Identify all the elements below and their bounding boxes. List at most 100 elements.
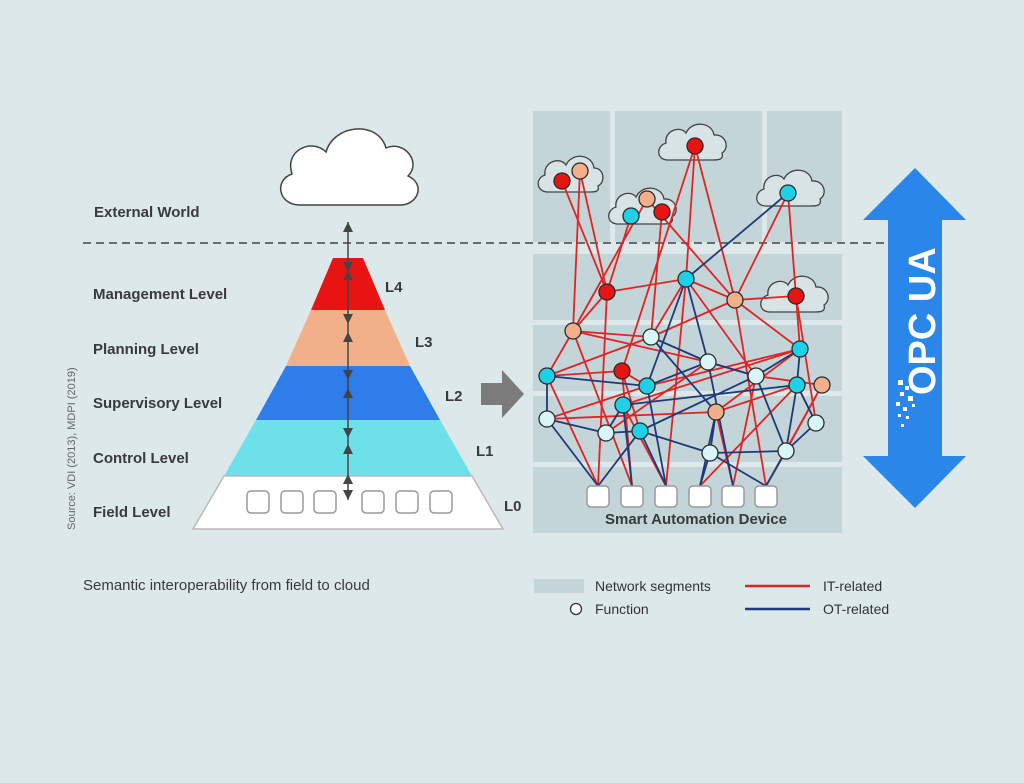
function-node (631, 422, 649, 440)
ot-link (546, 418, 607, 434)
it-link (732, 375, 757, 487)
smart-device-boxes (586, 485, 778, 508)
function-node (726, 291, 744, 309)
function-node (788, 376, 806, 394)
network-segment (533, 467, 842, 533)
it-link (685, 145, 696, 280)
it-link (546, 411, 717, 420)
it-link (572, 330, 709, 363)
level-code-l1: L1 (476, 443, 494, 460)
ot-link (639, 430, 711, 454)
level-name-l4: Management Level (93, 286, 227, 303)
ot-link (709, 452, 767, 487)
function-node (777, 442, 795, 460)
function-node (614, 396, 632, 414)
field-device-slot (280, 490, 304, 514)
automation-pyramid (191, 222, 505, 530)
legend (534, 579, 810, 616)
legend-ot-related-label: OT-related (823, 601, 890, 617)
it-link (650, 278, 687, 338)
it-link (605, 361, 709, 434)
function-node (779, 184, 797, 202)
it-link (546, 370, 623, 377)
opc-ua-label: OPC UA (902, 247, 944, 395)
it-link (621, 370, 641, 432)
legend-it-related-label: IT-related (823, 578, 883, 594)
level-name-l0: Field Level (93, 504, 171, 521)
device-box (620, 485, 644, 508)
it-link (734, 299, 767, 487)
function-node (538, 367, 556, 385)
ot-link (646, 278, 687, 387)
it-link (694, 145, 736, 301)
it-link (646, 348, 801, 387)
function-node (701, 444, 719, 462)
function-node (653, 203, 671, 221)
level-names: External World Management Level Planning… (93, 204, 227, 521)
it-link (561, 180, 608, 293)
ot-link (622, 404, 633, 487)
cloud-icon (279, 128, 419, 206)
device-box (688, 485, 712, 508)
function-node (787, 287, 805, 305)
it-link (621, 145, 696, 372)
it-link (606, 215, 632, 293)
function-node (613, 362, 631, 380)
field-device-slot (313, 490, 337, 514)
ot-link (646, 361, 709, 387)
ot-link (622, 384, 798, 406)
network-segment (533, 396, 842, 462)
opc-logo-dots (896, 380, 915, 427)
device-box (754, 485, 778, 508)
ot-link (639, 375, 757, 432)
legend-network-swatch (534, 579, 584, 593)
ot-link (546, 375, 648, 387)
function-node (598, 283, 616, 301)
field-device-slot (429, 490, 453, 514)
field-device-slots (246, 490, 453, 514)
level-code-l2: L2 (445, 388, 463, 405)
it-link (734, 192, 789, 301)
device-box (654, 485, 678, 508)
function-node (813, 376, 831, 394)
it-link (650, 211, 663, 338)
it-link (572, 330, 652, 338)
it-link (650, 299, 736, 338)
function-node (571, 162, 589, 180)
ot-link (709, 450, 787, 454)
field-device-slot (361, 490, 385, 514)
function-nodes (538, 137, 831, 462)
smart-device-label: Smart Automation Device (605, 511, 787, 528)
it-link (787, 192, 797, 297)
level-name-l1: Control Level (93, 450, 189, 467)
field-device-slot (246, 490, 270, 514)
legend-function-circle (569, 602, 583, 616)
function-node (686, 137, 704, 155)
it-link (572, 170, 581, 332)
network-links (546, 145, 823, 487)
function-node (538, 410, 556, 428)
right-arrow-icon (481, 370, 524, 418)
it-link (734, 295, 797, 301)
level-band-l0 (191, 475, 505, 530)
ot-link (685, 278, 709, 363)
ot-link (546, 418, 599, 487)
ot-link (646, 385, 667, 487)
level-code-l3: L3 (415, 334, 433, 351)
double-vertical-arrow-icon (863, 168, 966, 508)
ot-link (685, 192, 789, 280)
it-link (685, 278, 736, 301)
source-note: Source: VDI (2013), MDPI (2019) (66, 367, 78, 530)
it-link (665, 278, 687, 487)
legend-network-segments-label: Network segments (595, 578, 711, 594)
it-link (572, 330, 633, 487)
it-link (699, 384, 798, 487)
function-node (791, 340, 809, 358)
level-name-l2: Supervisory Level (93, 395, 222, 412)
function-node (597, 424, 615, 442)
it-link (597, 291, 608, 487)
it-link (606, 278, 687, 293)
it-link (546, 375, 599, 487)
